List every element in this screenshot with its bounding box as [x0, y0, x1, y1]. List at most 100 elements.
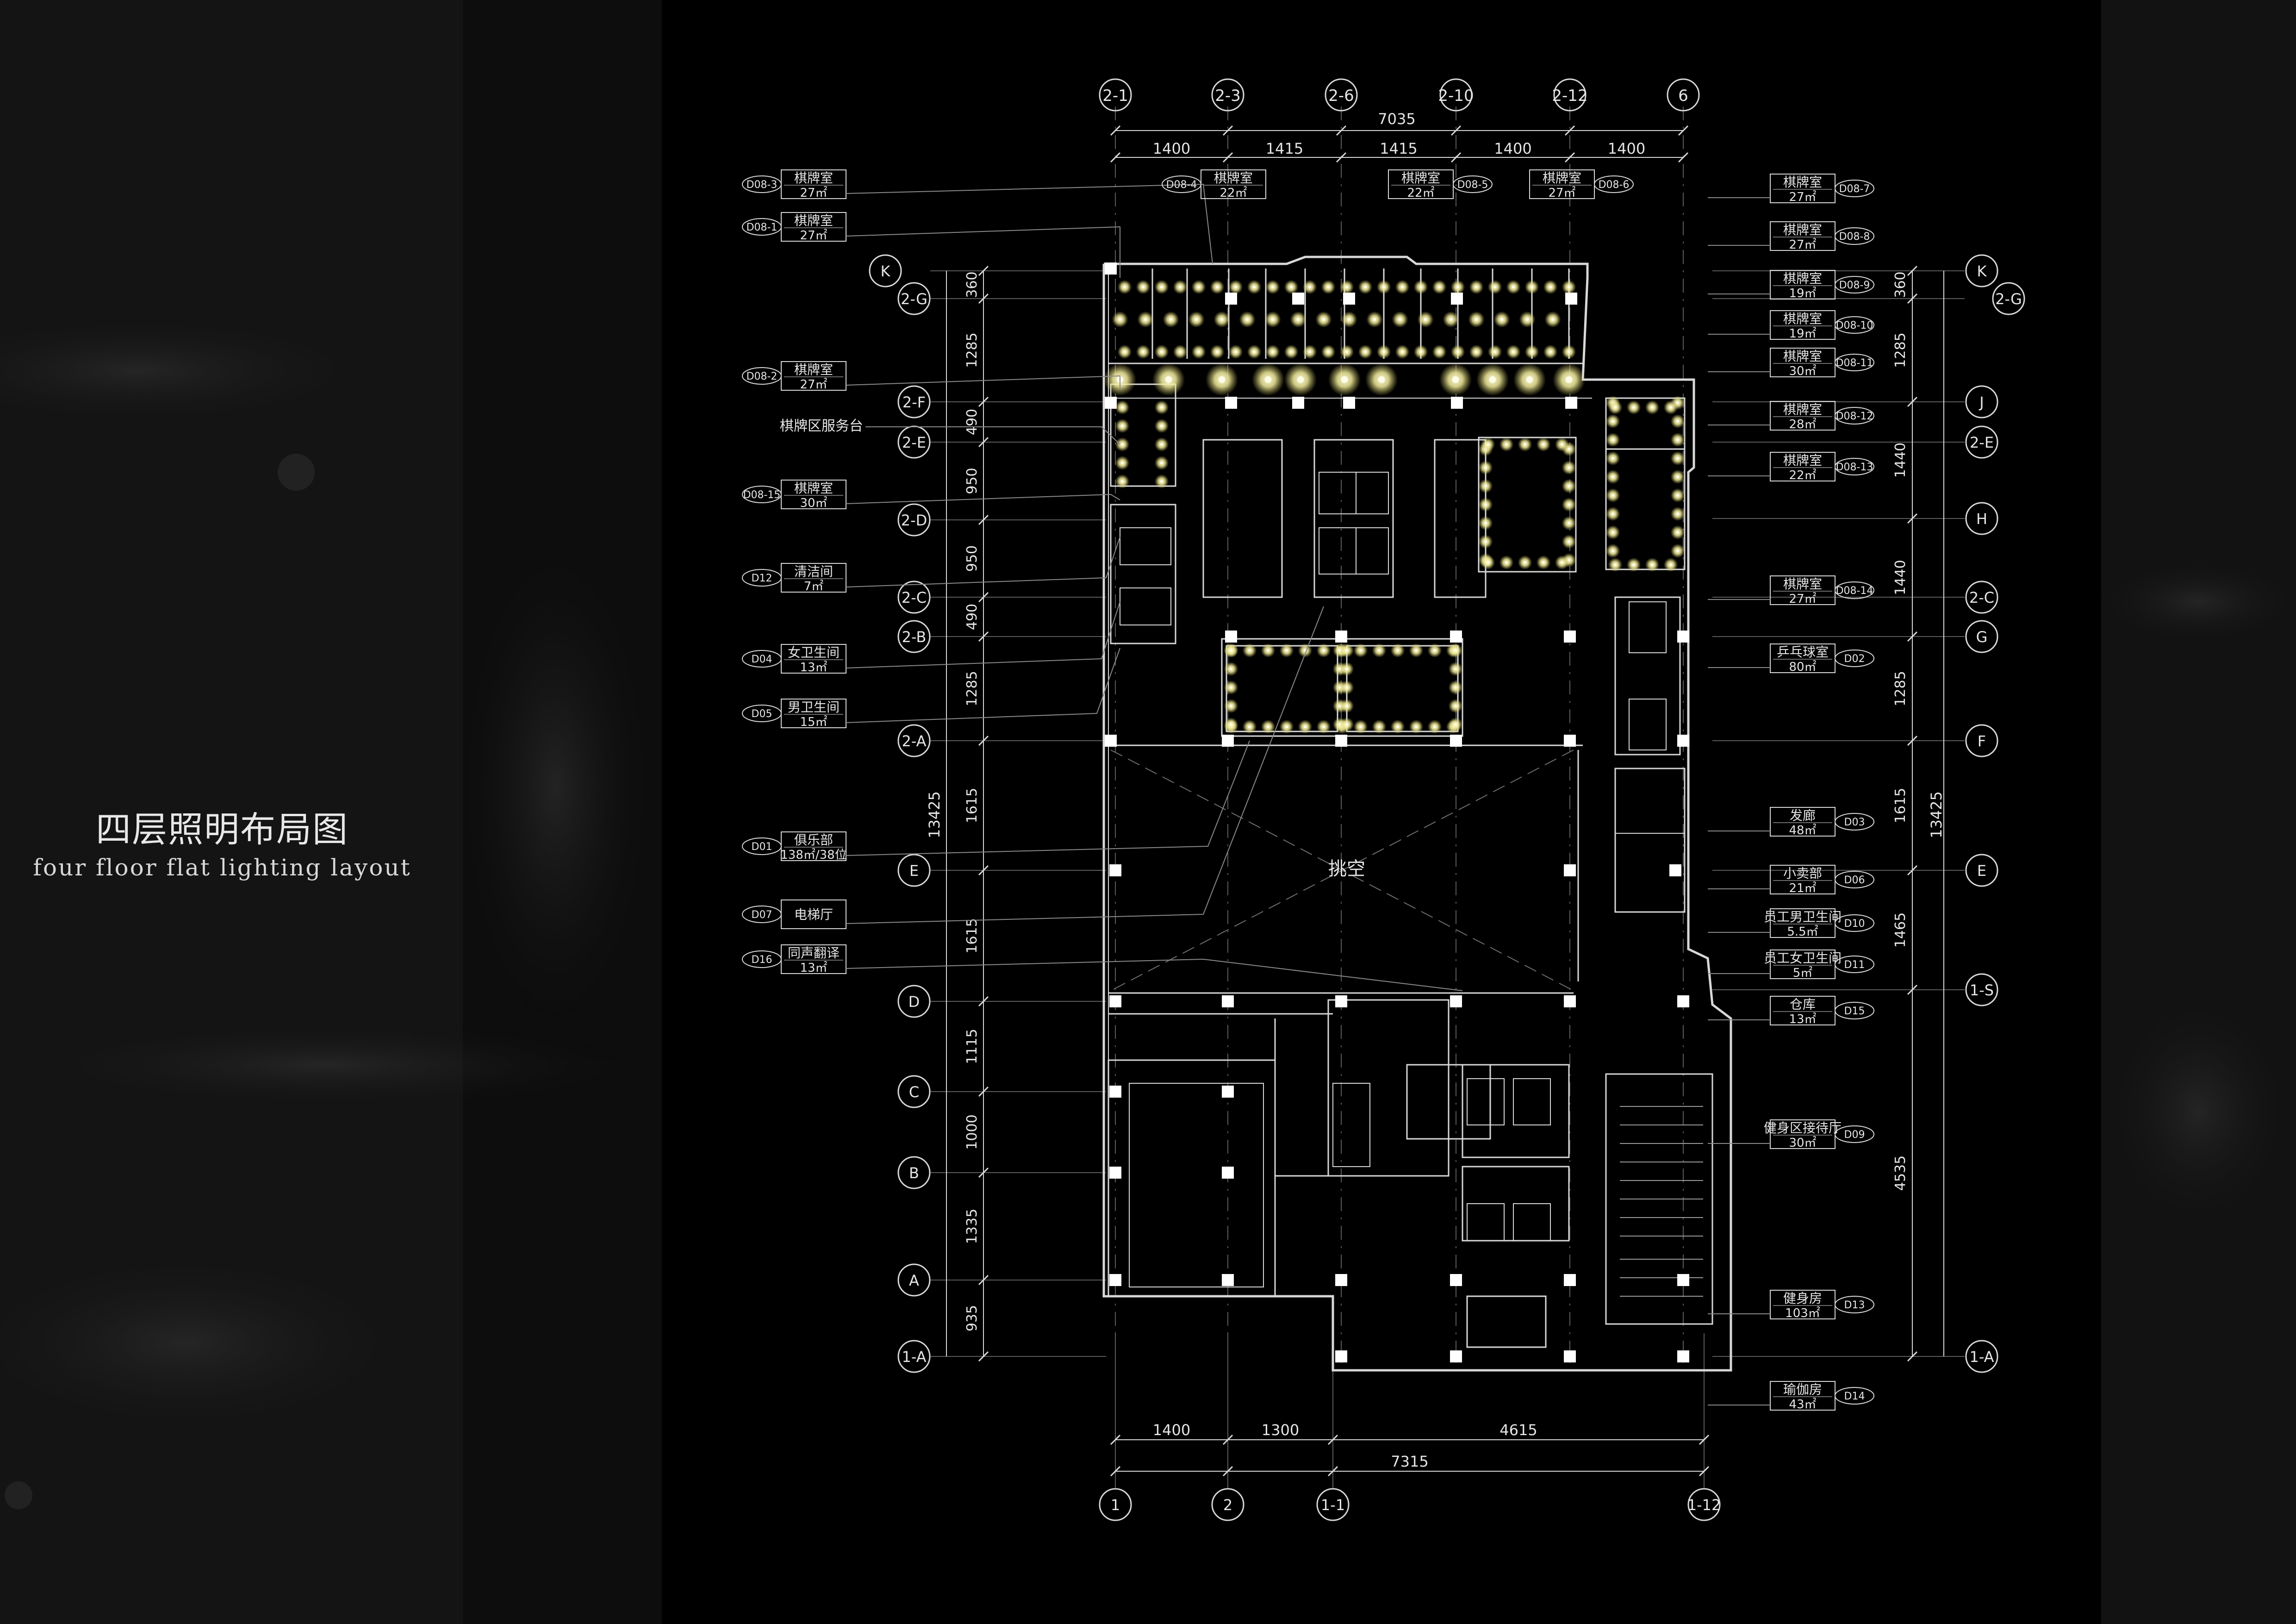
lamp: [1475, 350, 1478, 354]
column: [1335, 1350, 1347, 1362]
lamp: [1271, 318, 1275, 321]
lamp: [1611, 512, 1615, 516]
lamp: [1322, 649, 1325, 652]
lamp: [1377, 649, 1381, 652]
dim-tick: [1327, 1466, 1338, 1477]
lamp: [1141, 285, 1145, 289]
column: [1225, 397, 1237, 409]
column: [1109, 995, 1121, 1007]
tag-name: 健身房: [1783, 1291, 1822, 1306]
tag-name: 员工女卫生间: [1764, 950, 1842, 966]
tag-code: D08-15: [743, 489, 781, 501]
lamp: [1118, 318, 1122, 321]
lamp: [1454, 686, 1457, 689]
column: [1335, 1274, 1347, 1286]
column: [1564, 631, 1576, 643]
tag-area: 27㎡: [1789, 190, 1816, 204]
dim-tick: [1222, 125, 1233, 136]
lamp: [1669, 406, 1673, 409]
lamp: [1567, 447, 1571, 451]
lamp: [1512, 285, 1515, 289]
axis-label-right: 2-E: [1970, 434, 1994, 451]
axis-bubble: [1965, 425, 1998, 459]
room-outline: [1478, 437, 1577, 573]
lamp: [1449, 318, 1453, 321]
tag-code: D08-7: [1839, 183, 1870, 195]
tag-name: 清洁间: [794, 564, 833, 579]
tag-code: D08-1: [747, 222, 778, 233]
axis-label-left: 2-A: [902, 732, 926, 750]
lamp: [1160, 461, 1164, 465]
pool-outline: [1129, 1083, 1264, 1287]
lamp: [1611, 475, 1615, 479]
leader-line: [846, 606, 1324, 924]
column: [1105, 397, 1117, 409]
tag-area: 19㎡: [1789, 287, 1816, 300]
table-outline: [1629, 601, 1667, 653]
column: [1564, 864, 1576, 876]
lamp: [1549, 285, 1552, 289]
lamp: [1489, 376, 1496, 383]
lamp: [1165, 376, 1172, 383]
lamp: [1345, 285, 1349, 289]
dim-tick: [1907, 631, 1918, 642]
tag-code: D08-5: [1457, 179, 1488, 191]
axis-bubble: [1667, 78, 1700, 112]
column: [1451, 397, 1463, 409]
lamp: [1486, 561, 1490, 564]
tag-area: 5.5㎡: [1787, 925, 1818, 939]
lamp: [1512, 350, 1515, 354]
dim-tick: [1564, 152, 1575, 163]
axis-bubble: [1099, 1488, 1132, 1521]
void-label: 挑空: [1328, 858, 1365, 880]
tag-code: D08-3: [747, 179, 778, 191]
lamp: [1530, 285, 1534, 289]
tag-name: 瑜伽房: [1783, 1382, 1822, 1397]
tag-code: D08-2: [747, 371, 778, 382]
lamp: [1542, 561, 1545, 564]
dim-tick: [1699, 1434, 1710, 1445]
lamp: [1676, 419, 1680, 423]
lamp: [1530, 350, 1534, 354]
tag-area: 13㎡: [1789, 1012, 1816, 1026]
axis-label-right: F: [1978, 732, 1986, 750]
lamp: [1567, 503, 1571, 506]
lamp: [1484, 540, 1487, 543]
dim-tick: [1327, 1434, 1338, 1445]
lamp: [1120, 480, 1124, 483]
tag-code-badge: [1835, 1125, 1874, 1143]
room-outline: [1110, 383, 1176, 487]
lamp: [1611, 531, 1615, 534]
axis-bubble: [1211, 1488, 1244, 1521]
dim-tick: [978, 437, 989, 448]
walls: [1102, 256, 1732, 1372]
table-outline: [1226, 645, 1338, 732]
lamp: [1141, 350, 1145, 354]
tag-code-badge: [1835, 813, 1874, 831]
axis-bubble: [1965, 620, 1998, 653]
axis-label-left: C: [909, 1083, 919, 1101]
tag-code: D03: [1844, 817, 1865, 828]
tag-name: 小卖部: [1783, 866, 1822, 881]
lamp: [1486, 443, 1490, 446]
dim-text: 1285: [1892, 671, 1909, 706]
tag-name: 棋牌室: [1783, 402, 1822, 417]
axis-label-top: 2-10: [1438, 87, 1474, 105]
leader-line: [865, 426, 1120, 445]
axis-label-bottom: 1-1: [1321, 1496, 1345, 1514]
light-fixtures: [1103, 280, 1685, 734]
dim-text: 1285: [964, 671, 980, 706]
tag-area: 5㎡: [1793, 966, 1813, 980]
column: [1669, 864, 1681, 876]
axis-label-bottom: 1: [1111, 1496, 1120, 1514]
lamp: [1229, 649, 1233, 652]
elevator-outline: [1319, 472, 1356, 514]
lamp: [1454, 723, 1457, 726]
axis-bubble: [1965, 973, 1998, 1006]
tag-area: 19㎡: [1789, 327, 1816, 341]
tag-name: 棋牌室: [1783, 349, 1822, 364]
axis-bubble: [897, 1340, 931, 1373]
